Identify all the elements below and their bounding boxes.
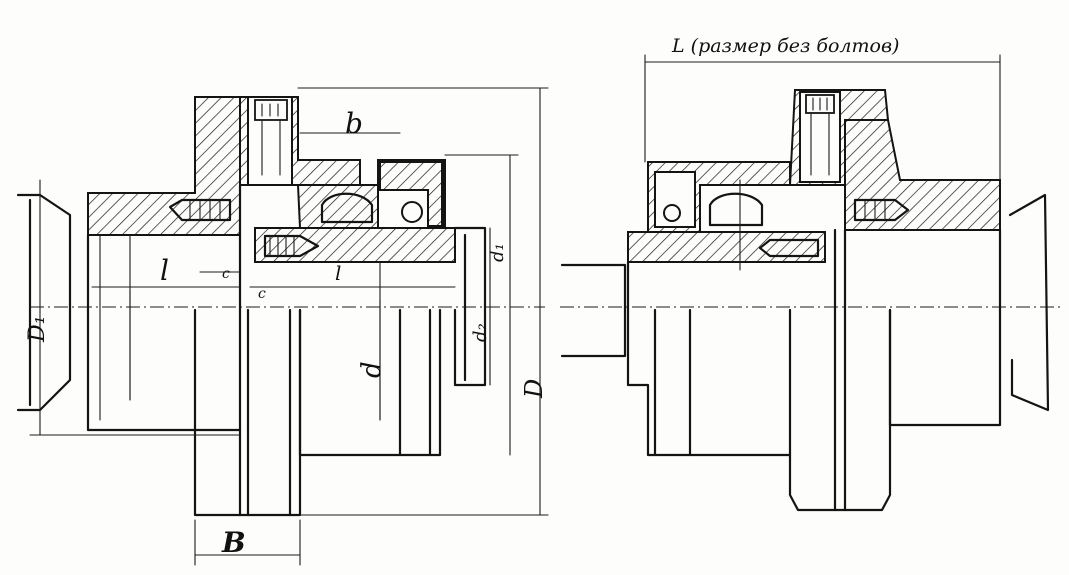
left-section-view: b l c c l d₁ d₂ d D D₁ B bbox=[16, 87, 549, 566]
bearing-ball-icon bbox=[401, 201, 423, 223]
dim-label-L: L (размер без болтов) bbox=[671, 35, 899, 57]
dim-label-l-left: l bbox=[160, 254, 169, 287]
right-shaft-end bbox=[1008, 193, 1050, 412]
right-section-view: L (размер без болтов) bbox=[560, 35, 1060, 512]
right-shaft-left bbox=[560, 263, 627, 358]
left-hub-section bbox=[87, 96, 241, 236]
dim-label-l-center: l bbox=[335, 261, 341, 285]
dim-label-d1: d₁ bbox=[487, 243, 508, 262]
dim-label-b: b bbox=[345, 107, 363, 140]
dim-label-d2: d₂ bbox=[470, 323, 491, 342]
right-hub-section bbox=[844, 119, 1001, 231]
dim-label-d: d bbox=[357, 361, 387, 378]
left-shaft-end bbox=[16, 193, 72, 412]
dim-label-B: B bbox=[221, 526, 246, 559]
bolt-head-icon bbox=[254, 99, 288, 121]
dim-label-D: D bbox=[520, 379, 548, 399]
right-inner-ring-section bbox=[627, 231, 826, 263]
dim-label-c-lower: c bbox=[258, 286, 266, 302]
bearing-ball-icon-right bbox=[663, 204, 681, 222]
right-flange-lower bbox=[788, 308, 892, 512]
dim-label-D1: D₁ bbox=[25, 316, 50, 343]
dim-label-c-upper: c bbox=[222, 266, 230, 282]
